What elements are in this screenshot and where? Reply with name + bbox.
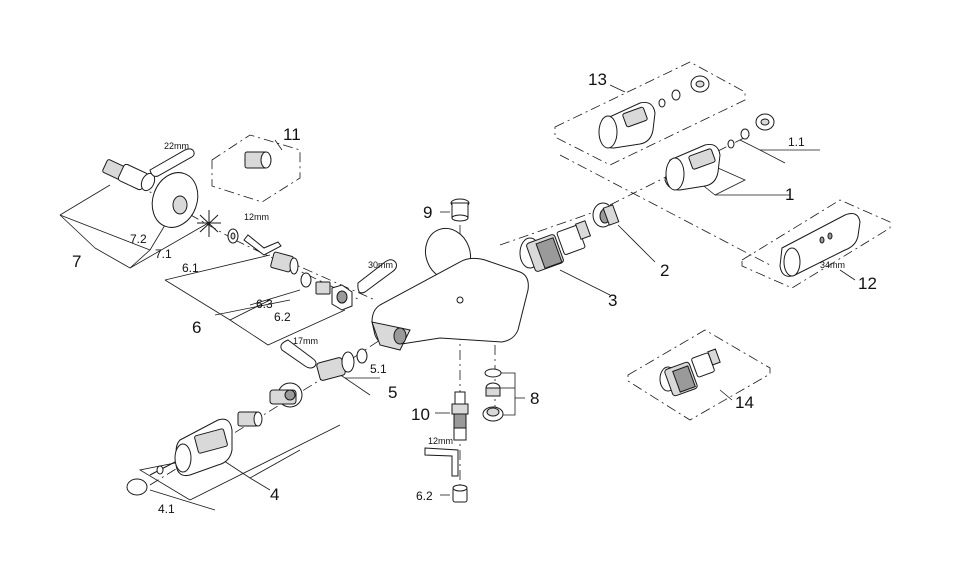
label-11: 11 (283, 125, 301, 144)
label-6-1: 6.1 (182, 261, 199, 275)
part-14-cartridge (659, 348, 721, 397)
label-1: 1 (785, 185, 794, 204)
part-6-2-nut (315, 281, 353, 311)
part-4-1-cap (126, 478, 148, 496)
wrench-30mm-icon: 30mm (357, 259, 397, 294)
label-4: 4 (270, 485, 279, 504)
label-6-2: 6.2 (274, 310, 291, 324)
part-6-connector (270, 251, 312, 288)
allen-key-12mm-label: 12mm (244, 212, 269, 222)
part-4-screw (149, 461, 176, 476)
label-7-2: 7.2 (130, 232, 147, 246)
label-4-1: 4.1 (158, 502, 175, 516)
kit-box-11 (211, 134, 301, 203)
kit-box-12 (741, 199, 891, 289)
wrench-17mm-label: 17mm (293, 336, 318, 346)
kit-box-14 (627, 329, 771, 421)
label-14: 14 (735, 393, 754, 412)
label-9: 9 (423, 203, 432, 222)
callout-labels: 1 1.1 2 3 4 4.1 5 5.1 6 6.1 6.2 6.3 6.2 … (72, 70, 877, 516)
star-washer (197, 210, 221, 237)
part-11-nut (244, 151, 272, 169)
label-10: 10 (411, 405, 430, 424)
label-6-2-lower: 6.2 (416, 489, 433, 503)
allen-key-12mm-bottom-label: 12mm (428, 436, 453, 446)
part-4-spline-adapter (269, 382, 303, 408)
part-6-2-lower (452, 484, 468, 503)
eccentric-fitting-7-1 (102, 159, 156, 192)
label-1-1: 1.1 (788, 135, 805, 149)
mixer-body (371, 227, 529, 351)
kit-box-13 (554, 61, 746, 166)
wrench-22mm-icon: 22mm (149, 141, 195, 177)
part-1-screw (727, 128, 750, 149)
part-1-handle (664, 144, 721, 191)
label-6: 6 (192, 318, 201, 337)
allen-key-12mm-bottom-icon: 12mm (424, 436, 459, 477)
part-5-check-valve (316, 348, 368, 381)
washer-6-1 (227, 228, 239, 244)
label-8: 8 (530, 389, 539, 408)
allen-key-12mm-icon: 12mm (243, 212, 282, 256)
label-5-1: 5.1 (370, 362, 387, 376)
wrench-30mm-label: 30mm (368, 260, 393, 270)
label-6-3: 6.3 (256, 297, 273, 311)
part-2-nut (592, 202, 620, 228)
part-10-diverter (451, 391, 469, 441)
part-13-handle-kit (598, 75, 710, 149)
part-4-adapter (237, 411, 263, 427)
label-3: 3 (608, 291, 617, 310)
label-12: 12 (858, 274, 877, 293)
part-3-thermo-cartridge (519, 220, 592, 272)
part-9-plug (450, 198, 470, 222)
wrench-22mm-label: 22mm (164, 141, 189, 151)
part-12-tool-34mm: 34mm (779, 213, 861, 277)
tool-34mm-label: 34mm (820, 260, 845, 270)
part-4-handle (174, 418, 233, 476)
label-2: 2 (660, 261, 669, 280)
label-7: 7 (72, 252, 81, 271)
label-5: 5 (388, 383, 397, 402)
part-1-1-cap (755, 113, 775, 131)
label-13: 13 (588, 70, 607, 89)
part-8-seals (482, 368, 504, 422)
wrench-17mm-icon: 17mm (280, 336, 318, 369)
label-7-1: 7.1 (155, 247, 172, 261)
part-7-wall-connection (102, 159, 239, 244)
rosette-7-2 (151, 172, 199, 228)
